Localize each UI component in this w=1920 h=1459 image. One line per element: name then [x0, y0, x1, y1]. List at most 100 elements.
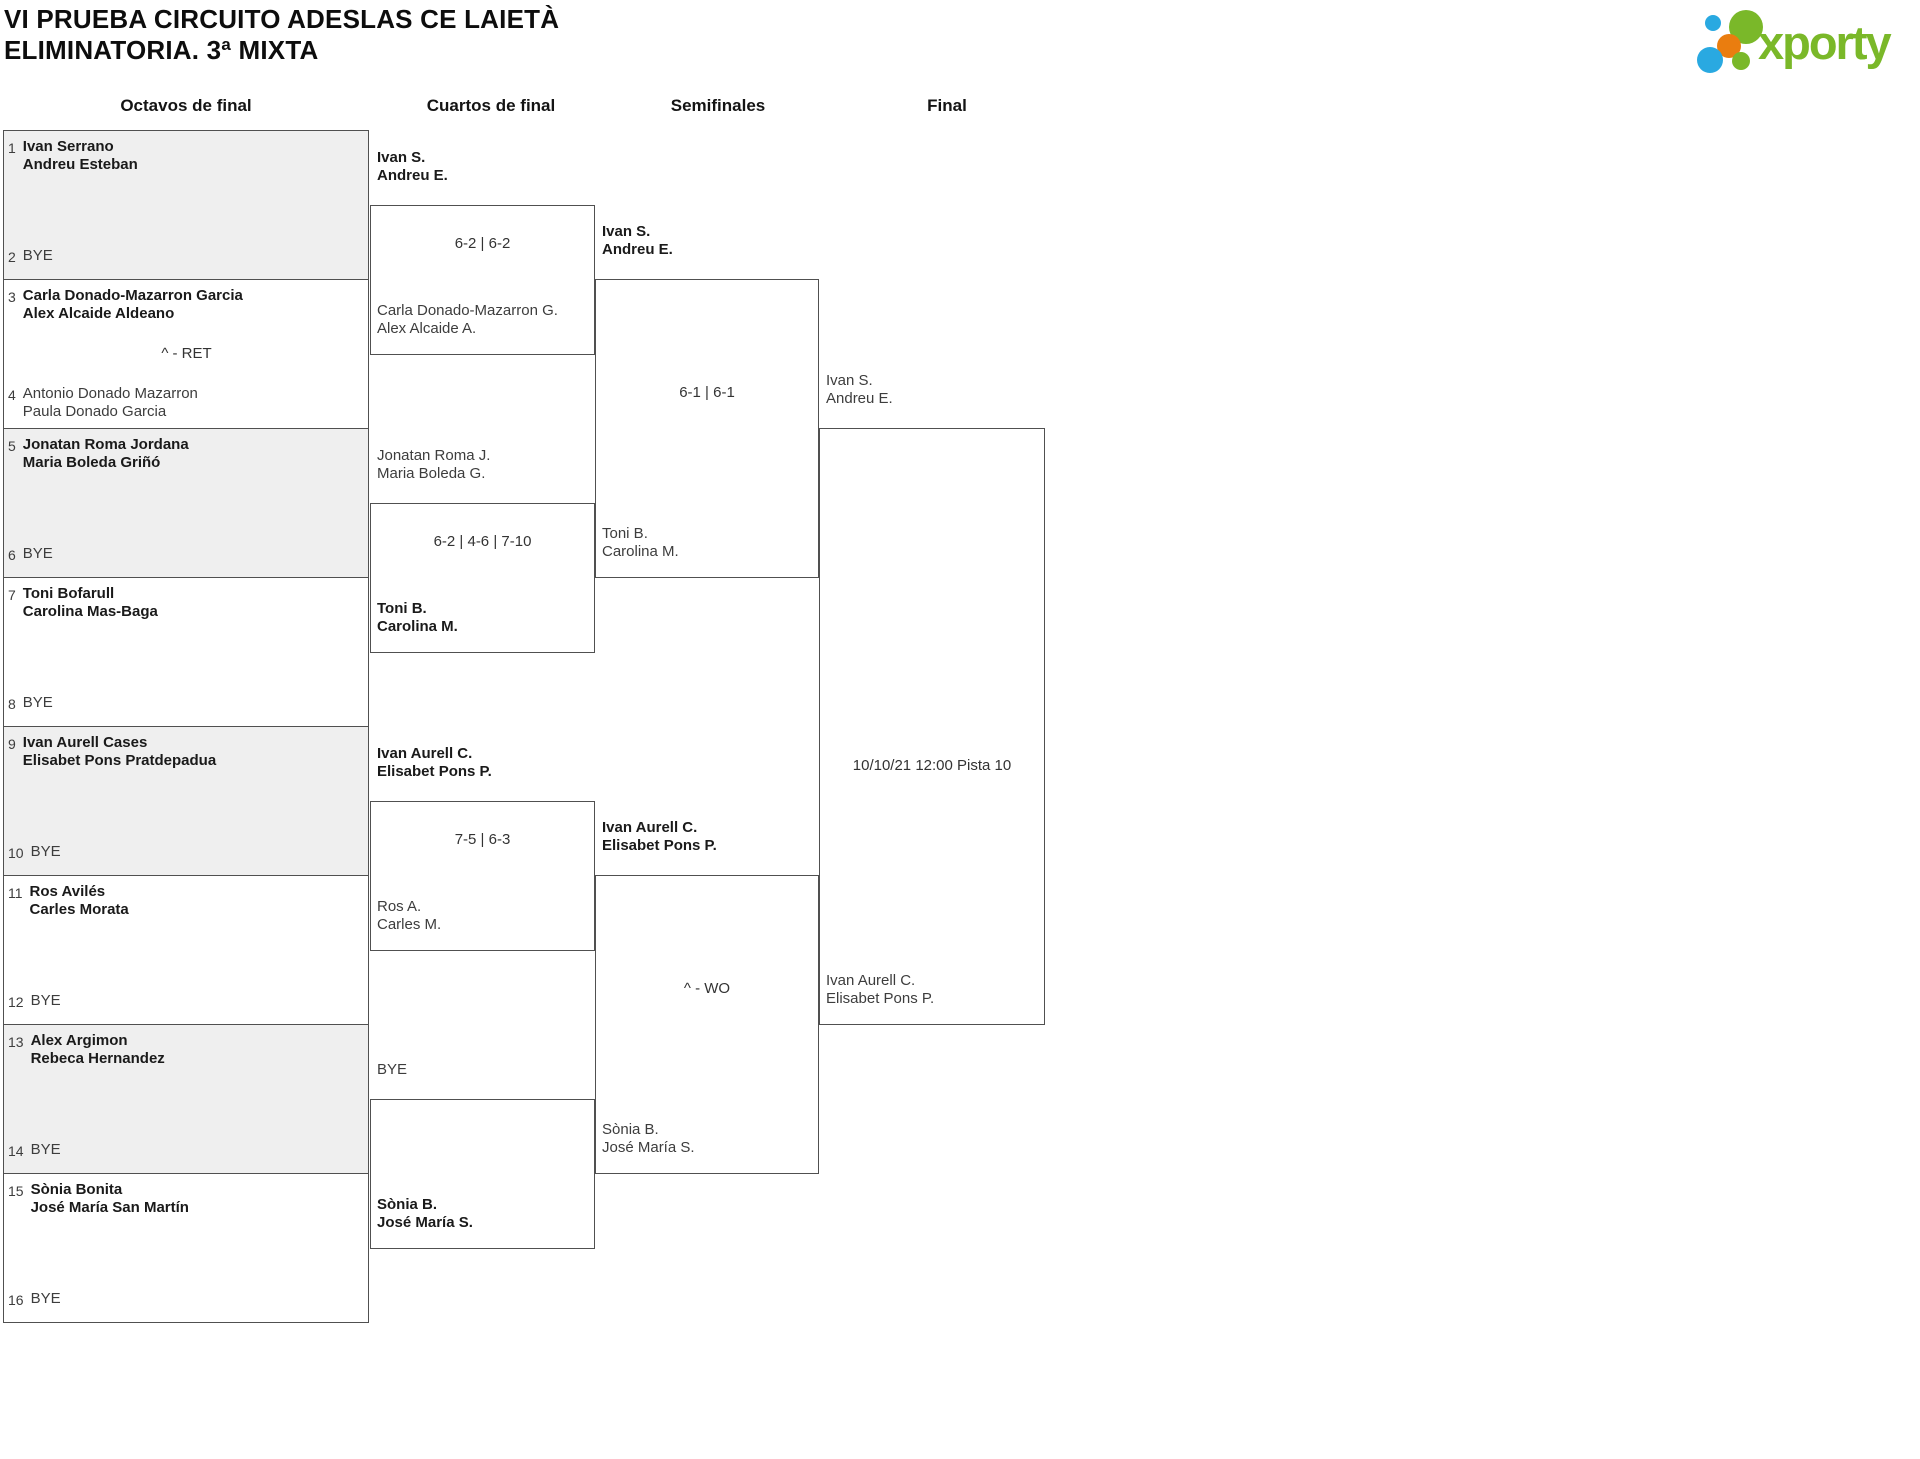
team-name: Carla Donado-Mazarron G.	[377, 302, 558, 319]
team-name: Ros Avilés	[29, 883, 106, 900]
page-title-line2: ELIMINATORIA. 3ª MIXTA	[4, 35, 319, 65]
team-names: BYE	[23, 694, 53, 712]
team-name: Toni B.	[602, 525, 648, 542]
team-name: Toni Bofarull	[22, 585, 115, 602]
match-box	[595, 279, 819, 578]
team-name: Ivan S.	[826, 372, 873, 389]
match-box	[370, 205, 595, 355]
seed-number: 13	[8, 1034, 24, 1050]
team-name: BYE	[30, 1141, 61, 1158]
team-name: Ivan Aurell C.	[826, 972, 916, 989]
advancing-team: Sònia B.José María S.	[602, 1121, 695, 1157]
team-name: Carolina Mas-Baga	[22, 603, 158, 620]
match-box	[370, 503, 595, 653]
team-names: BYE	[23, 247, 53, 265]
team-name: Ros A.	[377, 898, 422, 915]
team-name: Ivan Aurell C.	[377, 745, 473, 762]
team-name: Jonatan Roma J.	[377, 447, 491, 464]
advancing-team: Toni B.Carolina M.	[377, 600, 458, 636]
seed-number: 2	[8, 249, 16, 265]
team-name: Andreu Esteban	[22, 156, 138, 173]
seed-number: 7	[8, 587, 16, 603]
team-names: BYE	[31, 1290, 61, 1308]
xporty-logo: xporty	[1697, 10, 1894, 73]
seed-number: 11	[8, 885, 23, 901]
team-name: Sònia B.	[602, 1121, 659, 1138]
team-name: Carles Morata	[29, 901, 129, 918]
team-name: BYE	[30, 1290, 61, 1307]
advancing-team: Ivan S.Andreu E.	[377, 149, 448, 185]
advancing-team: Ivan Aurell C.Elisabet Pons P.	[602, 819, 717, 855]
advancing-team: Jonatan Roma J.Maria Boleda G.	[377, 447, 490, 483]
team-name: Rebeca Hernandez	[30, 1050, 165, 1067]
octavos-match-box	[3, 726, 369, 876]
advancing-team: Ros A.Carles M.	[377, 898, 441, 934]
logo-brand-text: xporty	[1758, 16, 1892, 69]
advancing-team: Ivan S.Andreu E.	[826, 372, 893, 408]
seed-number: 1	[8, 140, 16, 156]
bracket-entry: 6 BYE	[8, 545, 53, 564]
team-name: Elisabet Pons P.	[377, 763, 492, 780]
match-box	[370, 1099, 595, 1249]
seed-number: 14	[8, 1143, 24, 1159]
octavos-match-box	[3, 130, 369, 280]
bracket-entry: 14 BYE	[8, 1141, 61, 1160]
match-info: 10/10/21 12:00 Pista 10	[852, 757, 1012, 774]
team-names: BYE	[31, 1141, 61, 1159]
seed-number: 5	[8, 438, 16, 454]
team-name: Elisabet Pons P.	[602, 837, 717, 854]
team-name: BYE	[377, 1061, 408, 1078]
bracket-entry: 8 BYE	[8, 694, 53, 713]
team-name: José María San Martín	[30, 1199, 189, 1216]
team-name: Maria Boleda G.	[377, 465, 486, 482]
team-name: Elisabet Pons P.	[826, 990, 935, 1007]
round-header-semifinales: Semifinales	[670, 96, 766, 115]
team-name: Alex Alcaide A.	[377, 320, 477, 337]
seed-number: 6	[8, 547, 16, 563]
team-names: BYE	[23, 545, 53, 563]
page-title-line1: VI PRUEBA CIRCUITO ADESLAS CE LAIETÀ	[4, 4, 560, 34]
team-names: BYE	[31, 843, 61, 861]
team-name: Ivan Aurell Cases	[22, 734, 148, 751]
team-names: BYE	[31, 992, 61, 1010]
team-name: Ivan Aurell C.	[602, 819, 698, 836]
seed-number: 10	[8, 845, 24, 861]
team-name: Paula Donado Garcia	[22, 403, 167, 420]
advancing-team: Ivan Aurell C.Elisabet Pons P.	[377, 745, 492, 781]
bracket-entry: 10 BYE	[8, 843, 61, 862]
logo-dot-blue-large	[1697, 47, 1723, 73]
team-name: Sònia Bonita	[30, 1181, 123, 1198]
team-name: Ivan Serrano	[22, 138, 114, 155]
advancing-team: Ivan Aurell C.Elisabet Pons P.	[826, 972, 934, 1008]
match-box	[370, 801, 595, 951]
advancing-team: Toni B.Carolina M.	[602, 525, 679, 561]
logo-dot-orange	[1717, 34, 1741, 58]
team-name: BYE	[22, 694, 53, 711]
advancing-team: Sònia B.José María S.	[377, 1196, 473, 1232]
team-name: Alex Argimon	[30, 1032, 128, 1049]
round-header-final: Final	[927, 96, 967, 115]
seed-number: 8	[8, 696, 16, 712]
seed-number: 15	[8, 1183, 24, 1199]
team-name: Sònia B.	[377, 1196, 438, 1213]
match-box	[595, 875, 819, 1174]
